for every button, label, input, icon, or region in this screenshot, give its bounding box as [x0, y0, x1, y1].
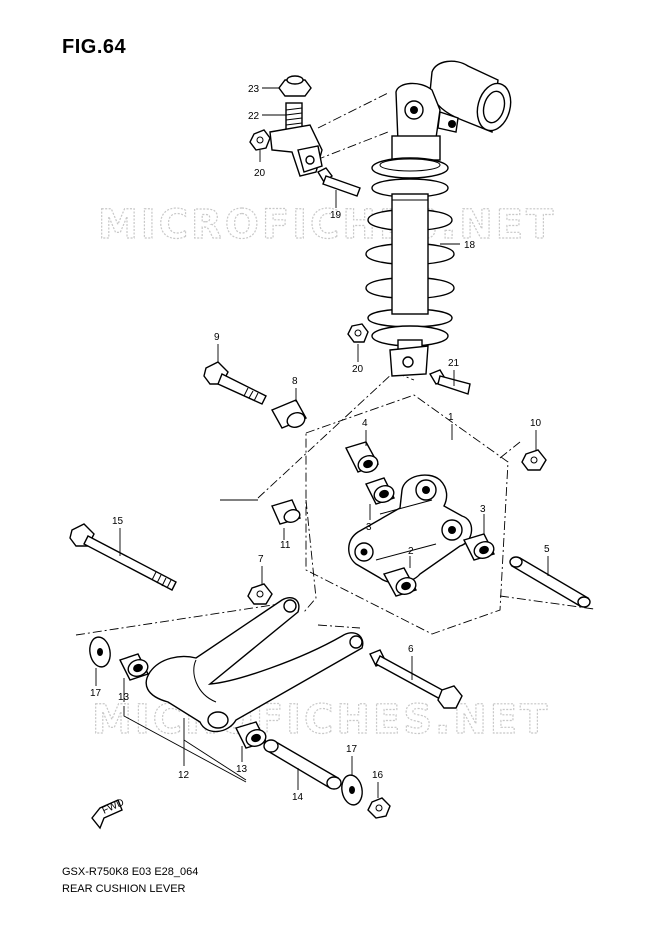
callout-2: 2: [408, 546, 414, 557]
washer-17-left: [89, 636, 111, 668]
callout-6: 6: [408, 644, 414, 655]
cushion-rod-12: [145, 596, 364, 733]
bearing-3-a: [365, 477, 395, 505]
callout-18: 18: [464, 240, 476, 251]
cushion-lever-1: [348, 474, 473, 584]
bearing-13-right: [235, 721, 267, 749]
model-code: GSX-R750K8 E03 E28_064: [62, 866, 199, 878]
callout-10: 10: [530, 418, 542, 429]
callout-12: 12: [178, 770, 190, 781]
callout-22: 22: [248, 111, 260, 122]
callout-19: 19: [330, 210, 342, 221]
watermark-upper: MICROFICHES.NET: [98, 202, 556, 248]
callout-1: 1: [448, 412, 454, 423]
nut-23: [278, 75, 312, 97]
callout-20-lower: 20: [352, 364, 364, 375]
upper-bracket: [269, 124, 323, 177]
nut-16: [367, 797, 391, 819]
bearing-2: [382, 567, 418, 597]
callout-13-left: 13: [118, 692, 130, 703]
spacer-5: [509, 556, 591, 608]
figure-caption: REAR CUSHION LEVER: [62, 883, 186, 895]
collar-11: [271, 499, 301, 525]
bearing-4: [345, 441, 379, 473]
bolt-19: [317, 167, 361, 197]
callout-5: 5: [544, 544, 550, 555]
callout-3-right: 3: [480, 504, 486, 515]
callout-17-left: 17: [90, 688, 102, 699]
callout-9: 9: [214, 332, 220, 343]
spacer-8: [271, 399, 307, 429]
callout-11: 11: [280, 540, 291, 551]
nut-20-lower: [347, 323, 369, 343]
callout-21: 21: [448, 358, 460, 369]
bolt-15: [69, 523, 177, 591]
callout-20-upper: 20: [254, 168, 266, 179]
washer-17-right: [341, 774, 363, 806]
callout-3-left: 3: [366, 522, 372, 533]
callout-8: 8: [292, 376, 298, 387]
callout-23: 23: [248, 84, 260, 95]
bearing-3-b: [463, 533, 495, 561]
callout-15: 15: [112, 516, 124, 527]
callout-17-right: 17: [346, 744, 358, 755]
nut-20-upper: [249, 129, 271, 151]
nut-10: [521, 449, 547, 471]
callout-4: 4: [362, 418, 368, 429]
bolt-21: [428, 369, 471, 395]
nut-7: [247, 583, 273, 605]
callout-13-right: 13: [236, 764, 248, 775]
callout-14: 14: [292, 792, 304, 803]
spacer-14: [263, 739, 342, 790]
shock-absorber-18: [365, 60, 512, 377]
forward-direction-arrow: FWD: [91, 797, 126, 830]
watermark-lower: MICROFICHES.NET: [92, 697, 550, 743]
bearing-13-left: [119, 653, 149, 681]
callout-16: 16: [372, 770, 384, 781]
callout-7: 7: [258, 554, 264, 565]
bolt-9: [203, 361, 267, 405]
bolt-6: [369, 649, 463, 709]
figure-title: FIG.64: [62, 36, 127, 58]
